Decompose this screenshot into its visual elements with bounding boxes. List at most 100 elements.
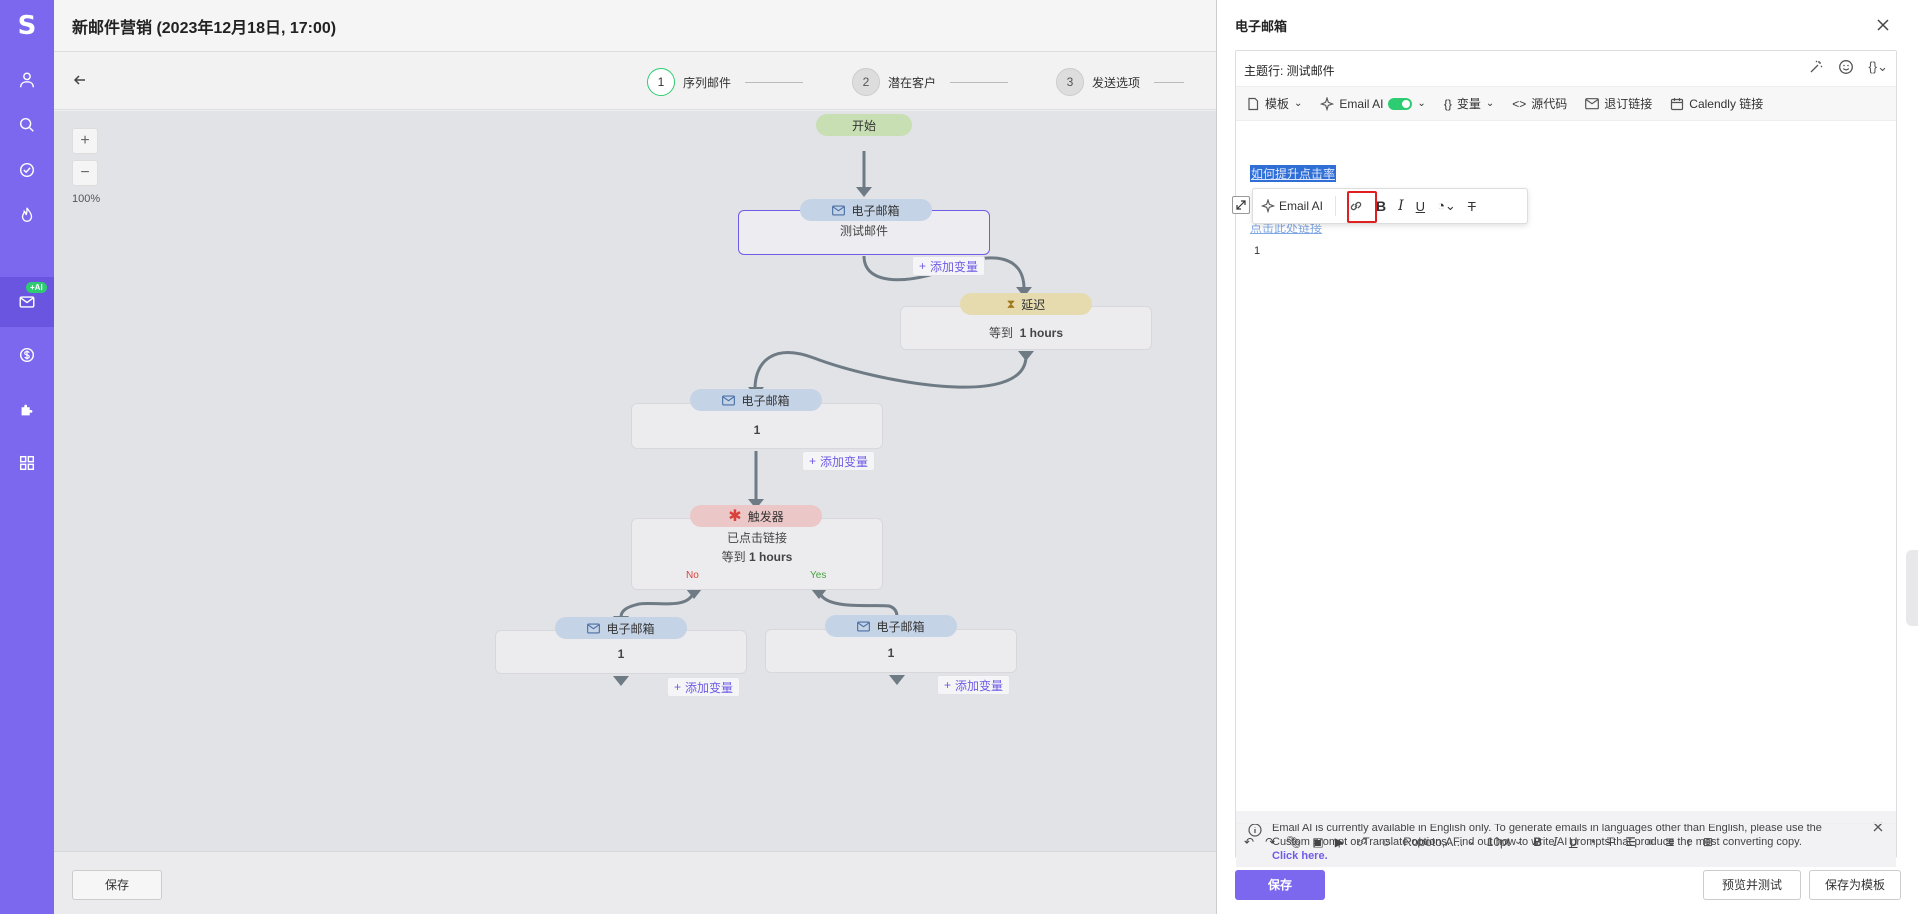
table-icon[interactable]: ⊞ [1702,834,1713,849]
save-button[interactable]: 保存 [1235,870,1325,900]
body-link[interactable]: 点击此处链接 [1250,221,1323,235]
search-nav[interactable] [0,103,54,147]
start-node[interactable]: 开始 [816,114,912,136]
apps-nav[interactable] [0,441,54,485]
underline-icon[interactable]: U [1568,834,1578,849]
trigger-label: 触发器 [747,509,784,524]
clear-format-icon[interactable]: T [1606,834,1615,849]
email-body-editor[interactable]: 如何提升点击率 点击此处链接 1 Email AI B I U ◔⌄ T [1232,121,1896,811]
unsubscribe-link-button[interactable]: 退订链接 [1585,95,1652,112]
hourglass-icon: ⧗ [1006,296,1016,311]
image-icon[interactable]: ▣ [1312,834,1324,849]
email-node-1-pill: 电子邮箱 [800,199,932,221]
notice-body: Email AI is currently available in Engli… [1272,822,1822,848]
page-title: 新邮件营销 (2023年12月18日, 17:00) [72,20,337,37]
scroll-tab[interactable] [1906,550,1918,626]
link-icon[interactable] [1348,198,1364,214]
subject-actions: {}⌄ [1808,59,1888,75]
add-variant-label: 添加变量 [930,259,979,274]
italic-icon[interactable]: I [1398,198,1404,214]
bullet-list-icon[interactable]: ☰ [1625,834,1636,849]
redo-icon[interactable]: ↷ [1265,834,1276,849]
step-send-options[interactable]: 3 发送选项 [1056,68,1185,96]
sidebar: S +AI [0,0,54,914]
person-icon [19,72,35,88]
bubble-email-ai-button[interactable]: Email AI [1261,199,1323,213]
video-icon[interactable]: ▶ [1334,834,1344,849]
underline-icon[interactable]: U [1415,198,1426,214]
emoji-icon[interactable] [1838,59,1854,75]
email-node-text: 1 [617,647,625,661]
template-menu[interactable]: 模板 ⌄ [1246,95,1302,112]
zoom-in-button[interactable]: + [72,128,98,154]
italic-icon[interactable]: I [1553,834,1558,849]
email-nav[interactable]: +AI [0,277,54,327]
line-height-icon[interactable]: ↕ [1685,834,1692,849]
color-palette-icon[interactable]: ◔ [1588,834,1596,849]
bold-icon[interactable]: B [1533,834,1543,849]
email-ai-toggle[interactable] [1388,97,1413,110]
source-code-button[interactable]: <> 源代码 [1512,95,1567,112]
trigger-node[interactable]: 已点击链接 等到 1 hours [631,518,883,590]
trigger-wait-label: 等到 [721,550,746,564]
contacts-nav[interactable] [0,58,54,102]
variables-menu[interactable]: {} 变量 ⌄ [1444,95,1494,112]
chevron-down-icon: ⌄ [1514,836,1523,847]
add-variant-button[interactable]: +添加变量 [912,256,986,276]
engage-nav[interactable] [0,193,54,237]
align-icon[interactable]: ≣ [1664,834,1675,849]
calendly-link-button[interactable]: Calendly 链接 [1670,95,1763,112]
mail-icon [857,620,871,632]
tasks-nav[interactable] [0,148,54,192]
calendar-icon [1671,97,1684,110]
undo-icon[interactable]: ↶ [1244,834,1255,849]
add-variant-button[interactable]: +添加变量 [802,451,876,471]
email-ai-menu[interactable]: Email AI ⌄ [1320,96,1426,111]
add-variant-button[interactable]: +添加变量 [937,675,1011,695]
mail-icon [19,296,35,308]
color-palette-icon[interactable]: ◔⌄ [1437,198,1456,213]
top-bar: 新邮件营销 (2023年12月18日, 17:00) [54,0,1216,52]
link-icon[interactable] [1355,835,1369,849]
emoji-icon[interactable]: ☺ [1379,834,1393,849]
dollar-circle-icon [19,347,35,363]
resize-handle-icon[interactable] [1232,196,1250,214]
step-prospects[interactable]: 2 潜在客户 [852,68,1009,96]
search-icon [19,117,34,132]
bold-icon[interactable]: B [1376,198,1387,214]
save-button[interactable]: 保存 [72,870,162,900]
zoom-out-button[interactable]: − [72,160,98,186]
back-arrow-icon[interactable] [70,70,90,90]
flow-connectors [613,151,1034,686]
integrations-nav[interactable] [0,388,54,432]
magic-wand-icon[interactable] [1808,59,1824,75]
close-icon[interactable] [1874,16,1892,34]
calendly-label: Calendly 链接 [1689,97,1764,111]
panel-title: 电子邮箱 [1235,19,1288,34]
chevron-down-icon: ⌄ [1294,98,1303,109]
numbered-list-icon[interactable]: ≡ [1646,834,1654,849]
add-variant-button[interactable]: +添加变量 [667,677,741,697]
clear-format-icon[interactable]: T [1467,198,1476,214]
attachment-icon[interactable]: 📎︎ [1286,834,1302,849]
app-logo[interactable]: S [17,11,37,41]
step-number: 1 [647,68,675,96]
selected-text[interactable]: 如何提升点击率 [1250,165,1337,182]
email-ai-label: Email AI [1339,96,1384,111]
font-size-select[interactable]: 10pt⌄ [1487,835,1523,849]
step-sequence[interactable]: 1 序列邮件 [647,68,804,96]
billing-nav[interactable] [0,333,54,377]
preview-test-button[interactable]: 预览并测试 [1703,870,1801,900]
branch-yes-label: Yes [810,570,827,581]
font-family-select[interactable]: Roboto,A...⌄ [1403,835,1475,849]
variables-label: 变量 [1456,97,1481,111]
step-label: 潜在客户 [888,75,937,90]
sparkle-icon [1320,96,1335,111]
variable-braces-icon[interactable]: {}⌄ [1868,59,1888,74]
delay-node-pill: ⧗ 延迟 [960,293,1092,315]
save-as-template-button[interactable]: 保存为模板 [1809,870,1901,900]
notice-link[interactable]: Click here. [1272,850,1328,862]
flow-canvas[interactable]: + − 100% [54,111,1216,851]
subject-line[interactable]: 主题行: 测试邮件 [1244,64,1335,78]
mail-icon [832,204,846,216]
